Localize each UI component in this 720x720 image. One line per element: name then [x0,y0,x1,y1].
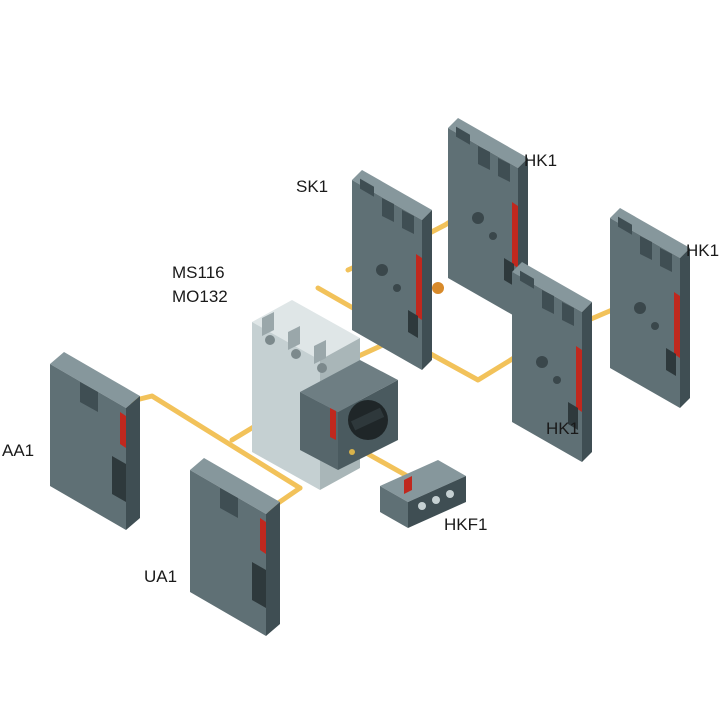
motor-starter-breaker [252,300,398,490]
label-hk1-mid: HK1 [546,419,579,438]
hk1-right-module [610,208,690,408]
sk1-indicator-icon [432,282,444,294]
label-aa1: AA1 [2,441,34,460]
label-ms116: MS116 [172,263,225,282]
aa1-module [50,352,140,530]
sk1-module [352,170,444,370]
label-hk1-top: HK1 [524,151,557,170]
label-hkf1: HKF1 [444,515,487,534]
label-ua1: UA1 [144,567,177,586]
label-sk1: SK1 [296,177,328,196]
label-hk1-right: HK1 [686,241,719,260]
label-mo132: MO132 [172,287,228,306]
hkf1-module [380,460,466,528]
ua1-module [190,458,280,636]
